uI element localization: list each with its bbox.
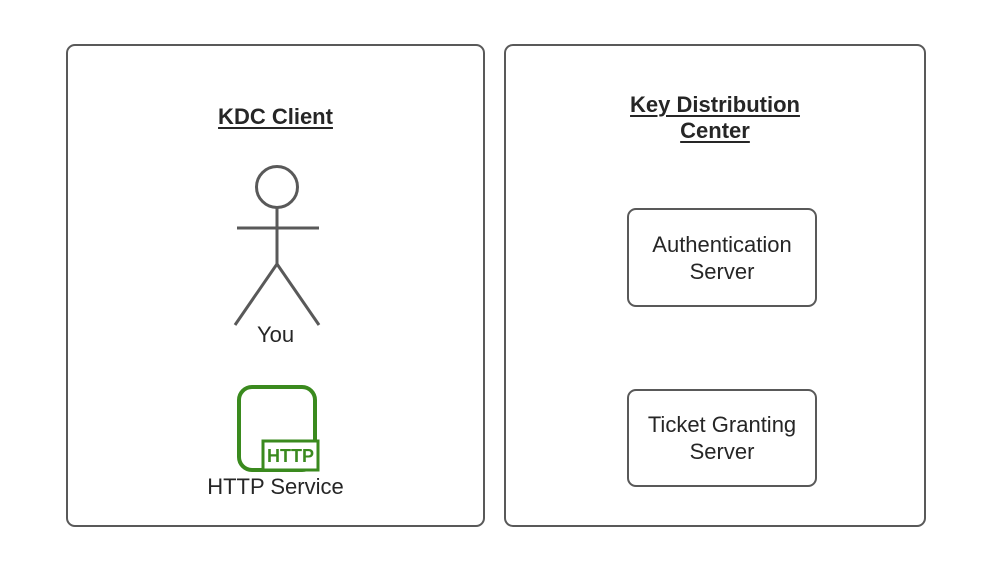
person-left-leg [233, 263, 279, 326]
ticket-granting-server-label: Ticket Granting Server [647, 412, 797, 464]
http-badge-box [261, 439, 320, 472]
actor-label: You [256, 322, 295, 347]
person-icon [233, 165, 321, 326]
ticket-granting-server-box: Ticket Granting Server [627, 389, 817, 487]
kdc-client-panel: KDC Client You HTTP HTTP Service [66, 44, 485, 527]
http-service-label: HTTP Service [207, 474, 344, 499]
person-right-leg [275, 263, 321, 326]
kdc-client-title: KDC Client [218, 104, 333, 129]
http-badge-text: HTTP [267, 446, 314, 466]
http-service-icon: HTTP [237, 385, 320, 472]
key-distribution-center-title: Key Distribution Center [630, 92, 800, 143]
person-head [255, 165, 299, 209]
authentication-server-label: Authentication Server [652, 231, 792, 284]
key-distribution-center-panel: Key Distribution Center Authentication S… [504, 44, 926, 527]
authentication-server-box: Authentication Server [627, 208, 817, 307]
